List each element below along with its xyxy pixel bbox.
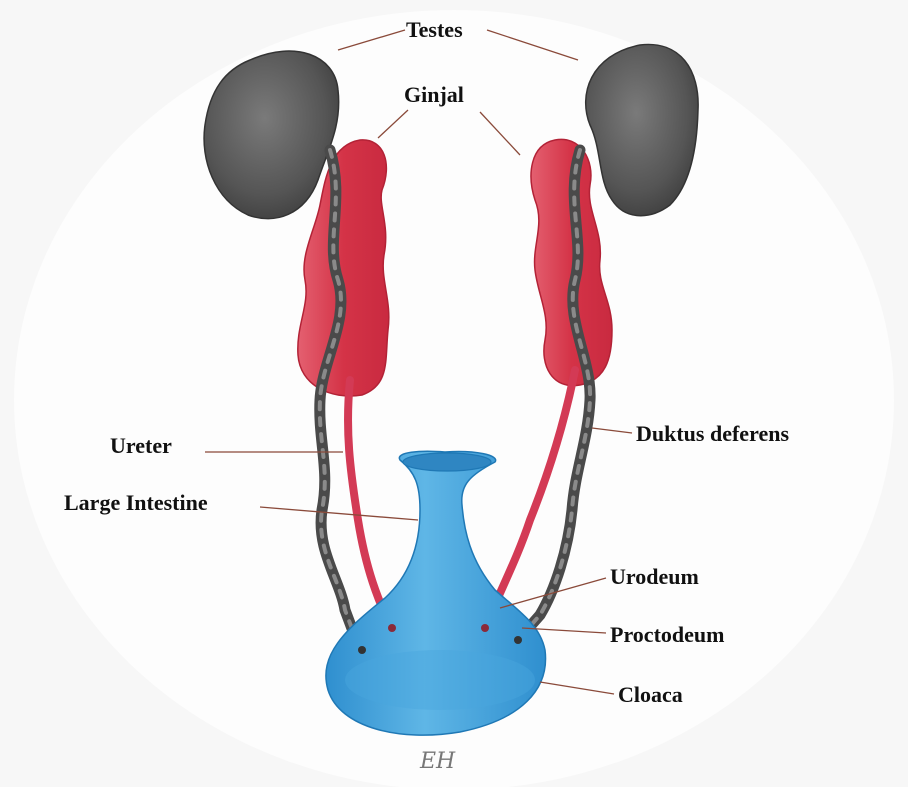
cloaca-shading [345, 650, 535, 710]
artist-signature: EH [419, 749, 456, 774]
left-ureter-opening [388, 624, 396, 632]
right-ureter-opening [481, 624, 489, 632]
right-duct-opening [514, 636, 522, 644]
large-intestine-opening [403, 453, 491, 471]
label-duktus-deferens: Duktus deferens [636, 421, 789, 446]
label-ureter: Ureter [110, 433, 172, 458]
label-ginjal: Ginjal [404, 82, 464, 107]
left-duct-opening [358, 646, 366, 654]
label-urodeum: Urodeum [610, 564, 699, 589]
label-cloaca: Cloaca [618, 682, 683, 707]
label-testes: Testes [406, 17, 463, 42]
label-large-intestine: Large Intestine [64, 490, 208, 515]
label-proctodeum: Proctodeum [610, 622, 724, 647]
